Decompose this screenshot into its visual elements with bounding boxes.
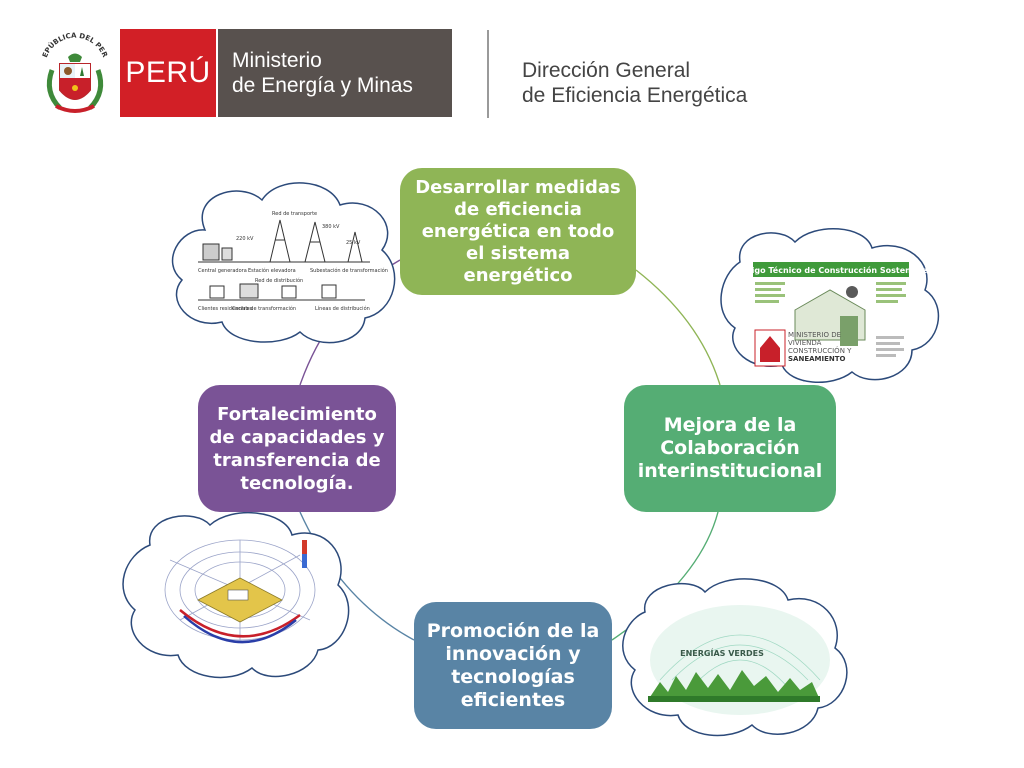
grid-label: 380 kV [322,224,340,230]
grid-label: Red de transporte [272,211,317,217]
grid-label: Central generadora [198,268,247,274]
building-ministry-line-1: MINISTERIO DE [788,331,841,339]
ministry-badge: Ministerio de Energía y Minas [218,29,452,117]
ministry-line-1: Ministerio [232,49,322,72]
coat-of-arms-icon: REPÚBLICA DEL PERÚ [38,30,109,113]
node-innovation-label: Promoción de la innovación y tecnologías… [426,619,600,711]
grid-label: 220 kV [236,236,254,242]
country-badge: PERÚ [120,29,216,117]
grid-label: Centro de transformación [232,305,296,312]
connector-efficiency-collab [635,269,721,386]
building-code-title: Código Técnico de Construcción Sostenibl… [735,265,928,275]
building-ministry-line-3: CONSTRUCCIÓN Y [788,346,852,355]
grid-label: Red de distribución [255,277,303,284]
node-collaboration: Mejora de la Colaboración interinstituci… [624,385,836,512]
node-collaboration-label: Mejora de la Colaboración interinstituci… [637,414,823,482]
node-efficiency-label: Desarrollar medidas de eficiencia energé… [415,176,621,286]
grid-label: 25 kV [346,240,361,246]
grid-label: Líneas de distribución [315,305,370,312]
directorate-title: Dirección General de Eficiencia Energéti… [522,58,747,108]
building-ministry-line-4: SANEAMIENTO [788,355,846,363]
cloud-outline [171,182,396,344]
grid-label: Estación elevadora [248,267,296,274]
node-efficiency-measures: Desarrollar medidas de eficiencia energé… [400,168,636,295]
node-capacity-building: Fortalecimiento de capacidades y transfe… [198,385,396,512]
grid-label: Clientes residenciales [198,306,253,312]
node-innovation: Promoción de la innovación y tecnologías… [414,602,612,729]
header: REPÚBLICA DEL PERÚ PERÚ Ministerio de En… [0,0,1024,135]
cloud-green-energy: ENERGÍAS VERDES [622,578,848,737]
cloud-building-code: Código Técnico de Construcción Sostenibl… [720,227,940,383]
header-divider [487,30,489,118]
node-capacity-label: Fortalecimiento de capacidades y transfe… [209,403,385,494]
directorate-line-2: de Eficiencia Energética [522,84,748,107]
ministry-line-2: de Energía y Minas [232,74,413,97]
green-energy-label: ENERGÍAS VERDES [680,647,764,658]
cloud-electric-grid: Red de transporte Central generadora Est… [171,182,396,344]
grid-label: Subestación de transformación [310,267,388,274]
building-ministry-line-2: VIVIENDA [788,339,822,347]
cloud-3d-model [122,512,350,679]
connector-innovation-capacity [299,511,415,641]
country-name: PERÚ [125,56,211,89]
directorate-line-1: Dirección General [522,59,691,82]
